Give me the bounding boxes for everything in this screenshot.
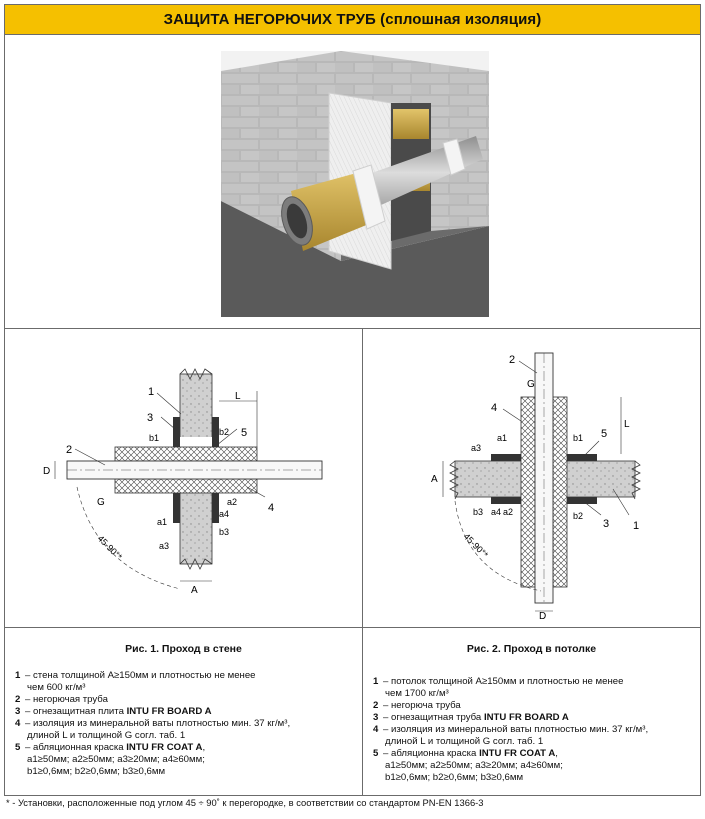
fig1-label-D: D	[43, 466, 50, 477]
fig1-label-b2: b2	[219, 427, 229, 437]
diagram-section: 1 3 2 5 4 L D G A b1 b2 b3 a1 a2 a3 a4 4…	[5, 329, 700, 628]
figure1-caption: Рис. 1. Проход в стене	[125, 643, 242, 655]
figure1-caption-block: Рис. 1. Проход в стене 1 – стена толщино…	[5, 628, 363, 796]
fig2-label-a4: a4	[491, 507, 501, 517]
fig2-label-D: D	[539, 611, 546, 622]
footnote: * - Установки, расположенные под углом 4…	[6, 797, 484, 808]
fig2-label-G: G	[527, 379, 535, 390]
wall-penetration-drawing: 1 3 2 5 4 L D G A b1 b2 b3 a1 a2 a3 a4 4…	[43, 368, 323, 596]
caption-section: Рис. 1. Проход в стене 1 – стена толщино…	[5, 628, 700, 796]
legend-item: 5 – абляционная краска INTU FR COAT A,a1…	[15, 742, 206, 777]
fig2-label-4: 4	[491, 402, 497, 414]
fig2-label-b3: b3	[473, 507, 483, 517]
figure2-caption: Рис. 2. Проход в потолке	[466, 643, 597, 655]
legend-item: 2 – негорюча труба	[373, 700, 461, 711]
fig1-label-5: 5	[241, 427, 247, 439]
figure1-diagram: 1 3 2 5 4 L D G A b1 b2 b3 a1 a2 a3 a4 4…	[5, 329, 363, 628]
fig2-label-angle: 45-90°*	[462, 531, 491, 560]
photo-section	[5, 35, 700, 329]
legend-item: 3 – огнезащитная труба INTU FR BOARD A	[373, 712, 569, 723]
fig2-label-1: 1	[633, 520, 639, 532]
legend-item: 4 – изоляция из минеральной ваты плотнос…	[373, 724, 649, 747]
figure2-diagram: 2 G 4 5 L A 3 1 D b1 b2 b3 a1 a2 a3 a4 4…	[363, 329, 700, 628]
legend-item: 4 – изоляция из минеральной ваты плотнос…	[15, 718, 291, 741]
installation-photo	[221, 51, 489, 317]
fig2-label-L: L	[624, 419, 630, 430]
legend-item: 1 – стена толщиной A≥150мм и плотностью …	[15, 670, 256, 693]
fig2-label-b1: b1	[573, 433, 583, 443]
fig2-label-5: 5	[601, 428, 607, 440]
fig1-label-G: G	[97, 497, 105, 508]
ceiling-penetration-drawing: 2 G 4 5 L A 3 1 D b1 b2 b3 a1 a2 a3 a4 4…	[431, 352, 641, 622]
legend-item: 2 – негорючая труба	[15, 694, 108, 705]
fig1-label-b3: b3	[219, 527, 229, 537]
fig1-label-3: 3	[147, 412, 153, 424]
document-frame: ЗАЩИТА НЕГОРЮЧИХ ТРУБ (сплошная изоляция…	[4, 4, 701, 796]
fig1-label-a1: a1	[157, 517, 167, 527]
fig1-label-L: L	[235, 391, 241, 402]
fig2-label-A: A	[431, 474, 438, 485]
legend-item: 1 – потолок толщиной A≥150мм и плотность…	[373, 676, 624, 699]
fig2-label-a2: a2	[503, 507, 513, 517]
fig1-label-a2: a2	[227, 497, 237, 507]
fig1-label-A: A	[191, 585, 198, 596]
legend-item: 3 – огнезащитная плита INTU FR BOARD A	[15, 706, 212, 717]
fig1-label-a4: a4	[219, 509, 229, 519]
pipe-through-wall-illustration	[221, 51, 489, 317]
fig1-label-a3: a3	[159, 541, 169, 551]
figure2-legend: 1 – потолок толщиной A≥150мм и плотность…	[373, 676, 648, 784]
fig2-label-2: 2	[509, 354, 515, 366]
legend-item: 5 – абляционна краска INTU FR COAT A,a1≥…	[373, 748, 563, 783]
fig1-label-2: 2	[66, 444, 72, 456]
figure1-legend: 1 – стена толщиной A≥150мм и плотностью …	[15, 670, 290, 778]
page-title: ЗАЩИТА НЕГОРЮЧИХ ТРУБ (сплошная изоляция…	[5, 5, 700, 35]
fig2-label-3: 3	[603, 518, 609, 530]
fig1-label-angle: 45-90°*	[96, 533, 125, 562]
fig2-label-a3: a3	[471, 443, 481, 453]
fig1-label-b1: b1	[149, 433, 159, 443]
fig2-label-b2: b2	[573, 511, 583, 521]
fig1-label-1: 1	[148, 386, 154, 398]
fig2-label-a1: a1	[497, 433, 507, 443]
figure2-caption-block: Рис. 2. Проход в потолке 1 – потолок тол…	[363, 628, 700, 796]
fig1-label-4: 4	[268, 502, 274, 514]
